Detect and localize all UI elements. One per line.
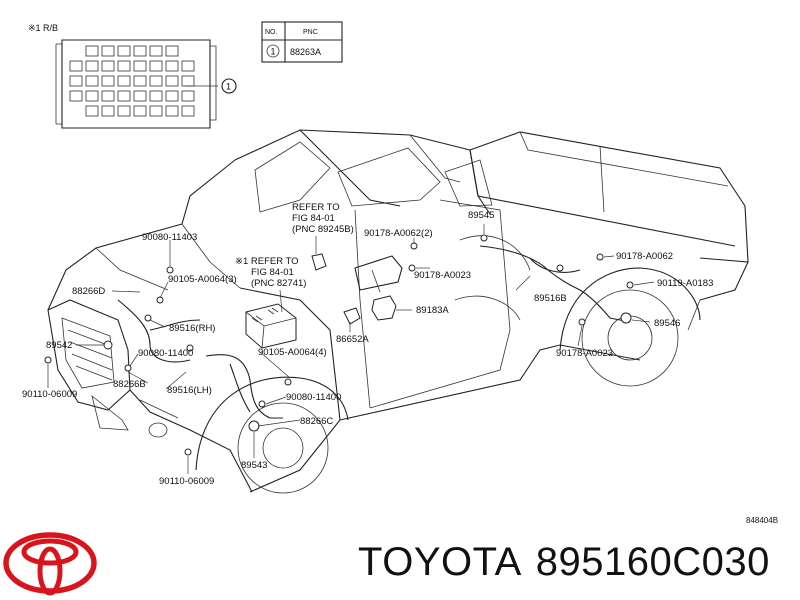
relay-fuse-slot <box>149 75 163 87</box>
pnc-table-header-pnc: PNC <box>303 29 318 36</box>
part-89245b-shape <box>311 253 327 271</box>
label-90178-a0062: 90178-A0062 <box>616 251 673 262</box>
label-90110-06009-lower: 90110-06009 <box>159 476 214 487</box>
relay-fuse-slot <box>149 60 163 72</box>
drawing-code: 848404B <box>746 516 778 525</box>
relay-fuse-slot <box>85 105 99 117</box>
label-89546: 89546 <box>654 318 680 329</box>
sensor-wiring <box>117 245 631 419</box>
relay-fuse-slot <box>101 75 115 87</box>
relay-fuse-slot <box>181 105 195 117</box>
label-89183a: 89183A <box>416 305 449 316</box>
relay-fuse-slot <box>181 60 195 72</box>
pnc-table-row-pnc: 88263A <box>290 47 321 57</box>
relay-fuse-slot <box>117 60 131 72</box>
label-89516b: 89516B <box>534 293 567 304</box>
refer-note-left: ※1 REFER TO FIG 84-01 (PNC 82741) <box>235 256 306 289</box>
components <box>44 234 634 456</box>
brand-name: TOYOTA <box>358 540 522 584</box>
label-90119-a0183: 90119-A0183 <box>657 278 713 289</box>
label-88266b: 88266B <box>113 379 146 390</box>
label-88266d: 88266D <box>72 286 105 297</box>
label-90080-11400-mid: 90080-11400 <box>286 392 341 403</box>
refer-left-line-1: ※1 REFER TO <box>235 256 299 267</box>
part-labels: 90080-11403 90105-A0064(3) 88266D 89516(… <box>22 202 778 525</box>
label-90178-a0062-2: 90178-A0062(2) <box>364 228 433 239</box>
label-90178-a0023-upper: 90178-A0023 <box>414 270 471 281</box>
relay-fuse-slot <box>101 45 115 57</box>
relay-fuse-slot <box>117 90 131 102</box>
relay-fuse-slot <box>101 105 115 117</box>
label-89542: 89542 <box>46 340 72 351</box>
part-86652a-shape <box>343 307 361 325</box>
label-90110-06009-front: 90110-06009 <box>22 389 77 400</box>
pnc-table-header-no: NO. <box>265 29 278 36</box>
pnc-table: NO. PNC 1 88263A <box>261 21 343 63</box>
abs-actuator <box>245 303 297 349</box>
relay-fuse-slot <box>69 60 83 72</box>
label-90105-a0064-4: 90105-A0064(4) <box>258 347 327 358</box>
relay-fuse-slot <box>181 75 195 87</box>
label-88266c: 88266C <box>300 416 333 427</box>
relay-fuse-slot <box>85 45 99 57</box>
refer-note-top: REFER TO FIG 84-01 (PNC 89245B) <box>292 202 354 235</box>
relay-fuse-slot <box>133 75 147 87</box>
relay-fuse-slot <box>165 75 179 87</box>
relay-fuse-slot <box>85 75 99 87</box>
relay-fuse-slot <box>117 105 131 117</box>
relay-fuse-slot <box>149 90 163 102</box>
label-89543: 89543 <box>241 460 267 471</box>
relay-fuse-slot <box>101 90 115 102</box>
relay-fuse-slot <box>165 90 179 102</box>
pnc-table-row-no: 1 <box>271 47 276 57</box>
relay-fuse-slot <box>165 105 179 117</box>
label-89516-lh: 89516(LH) <box>167 385 212 396</box>
relay-callout-number: 1 <box>226 82 231 92</box>
relay-fuse-slot <box>133 105 147 117</box>
relay-fuse-slot <box>149 105 163 117</box>
relay-fuse-slot <box>133 60 147 72</box>
relay-fuse-slot <box>85 60 99 72</box>
toyota-logo <box>3 532 97 596</box>
refer-left-line-2: FIG 84-01 <box>251 267 294 278</box>
label-90080-11400-front: 90080-11400 <box>138 348 193 359</box>
relay-fuse-slot <box>117 45 131 57</box>
label-89516-rh: 89516(RH) <box>169 323 215 334</box>
relay-fuse-slot <box>149 45 163 57</box>
relay-fuse-slot <box>85 90 99 102</box>
relay-fuse-slot <box>133 90 147 102</box>
relay-fuse-slot <box>165 45 179 57</box>
label-90080-11403: 90080-11403 <box>142 232 197 243</box>
label-86652a: 86652A <box>336 334 369 345</box>
leader-lines <box>47 224 655 474</box>
relay-fuse-slot <box>69 75 83 87</box>
relay-fuse-slot <box>181 90 195 102</box>
yaw-rate-sensor <box>371 295 397 321</box>
relay-fuse-slot <box>69 90 83 102</box>
relay-block-inset: ※1 R/B 1 <box>28 23 237 129</box>
relay-block-note: ※1 R/B <box>28 23 58 33</box>
refer-left-line-3: (PNC 82741) <box>251 278 306 289</box>
part-number: 895160C030 <box>535 540 770 584</box>
refer-top-line-2: FIG 84-01 <box>292 213 335 224</box>
relay-fuse-slot <box>101 60 115 72</box>
label-89545: 89545 <box>468 210 494 221</box>
truck-illustration <box>47 129 749 494</box>
label-90178-a0023-lower: 90178-A0023 <box>556 348 613 359</box>
refer-top-line-3: (PNC 89245B) <box>292 224 354 235</box>
relay-fuse-slot <box>165 60 179 72</box>
refer-top-line-1: REFER TO <box>292 202 340 213</box>
brand-line: TOYOTA 895160C030 <box>358 540 784 585</box>
label-90105-a0064-3: 90105-A0064(3) <box>168 274 237 285</box>
relay-fuse-slot <box>133 45 147 57</box>
relay-fuse-slot <box>117 75 131 87</box>
